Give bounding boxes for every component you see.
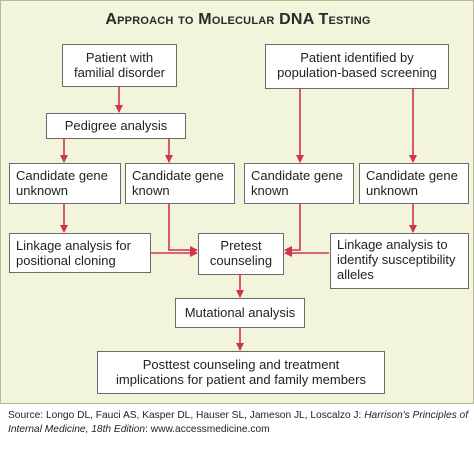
box-text-line: Posttest counseling and treatment (142, 357, 340, 372)
box-text-line: Candidate gene (251, 168, 343, 183)
box-text-line: Candidate gene (132, 168, 224, 183)
source-book-title: Harrison's Principles of Internal Medici… (8, 410, 469, 435)
source-url: : www.accessmedicine.com (145, 424, 270, 435)
box-text-line: positional cloning (16, 253, 116, 268)
source-prefix: Source: Longo DL, Fauci AS, Kasper DL, H… (8, 410, 365, 421)
box-mutational-analysis: Mutational analysis (175, 298, 305, 328)
box-text-line: Patient identified by (300, 50, 414, 65)
box-text-line: alleles (337, 267, 374, 282)
arrow-layer (60, 87, 417, 351)
box-text-line: familial disorder (73, 65, 166, 80)
box-text-line: identify susceptibility (337, 252, 456, 267)
box-patient-screening: Patient identified by population-based s… (265, 44, 449, 89)
box-posttest-counseling: Posttest counseling and treatment implic… (97, 351, 385, 394)
box-text-line: implications for patient and family memb… (116, 372, 366, 387)
box-text-line: counseling (209, 253, 273, 268)
box-text-line: Mutational analysis (184, 305, 296, 320)
box-patient-familial: Patient with familial disorder (62, 44, 177, 87)
box-text-line: Candidate gene (16, 168, 108, 183)
box-text-line: population-based screening (277, 65, 437, 80)
box-text-line: unknown (366, 183, 419, 198)
box-pedigree-analysis: Pedigree analysis (46, 113, 186, 139)
box-candidate-known-left: Candidate gene known (125, 163, 235, 204)
box-text-line: Linkage analysis to (337, 237, 448, 252)
source-citation: Source: Longo DL, Fauci AS, Kasper DL, H… (8, 409, 470, 437)
box-linkage-susceptibility: Linkage analysis to identify susceptibil… (330, 233, 469, 289)
diagram-title: Approach to Molecular DNA Testing (105, 11, 371, 28)
box-candidate-known-right: Candidate gene known (244, 163, 354, 204)
box-text-line: Linkage analysis for (16, 238, 131, 253)
box-pretest-counseling: Pretest counseling (198, 233, 284, 275)
box-candidate-unknown-left: Candidate gene unknown (9, 163, 121, 204)
box-text-line: known (251, 183, 289, 198)
box-candidate-unknown-right: Candidate gene unknown (359, 163, 469, 204)
box-text-line: Candidate gene (366, 168, 458, 183)
arrow-known-left-to-pretest (168, 204, 198, 254)
diagram-panel: Approach to Molecular DNA Testing (0, 0, 474, 404)
arrow-known-right-to-pretest (284, 204, 301, 254)
box-text-line: unknown (16, 183, 69, 198)
box-text-line: Pedigree analysis (64, 118, 168, 133)
box-linkage-positional: Linkage analysis for positional cloning (9, 233, 151, 273)
box-text-line: Patient with (85, 50, 154, 65)
box-text-line: known (132, 183, 170, 198)
box-text-line: Pretest (220, 238, 262, 253)
